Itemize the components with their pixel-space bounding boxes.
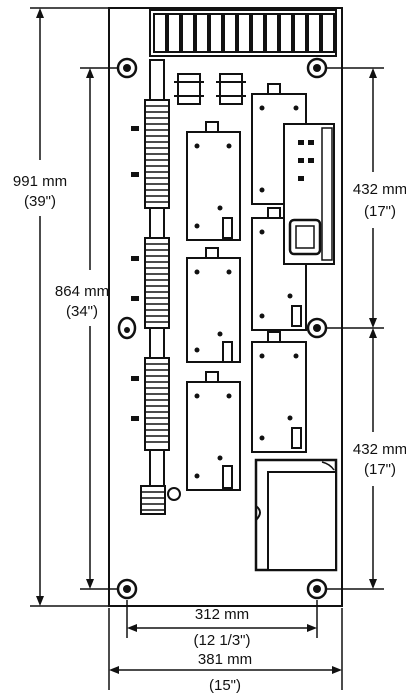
drive-module-right-3 [251, 331, 307, 453]
mounting-height-imperial: (34") [66, 303, 98, 320]
mounting-hole-top-left [116, 57, 138, 79]
power-supply-box [254, 458, 338, 572]
drive-module-left-2 [186, 247, 241, 363]
top-terminal-strip [149, 9, 337, 57]
terminal-block-upper [144, 99, 170, 209]
mounting-width-imperial: (12 1/3") [193, 632, 250, 649]
ground-studs [131, 126, 139, 421]
drive-module-right-2 [251, 207, 307, 331]
mounting-hole-bottom-right [306, 578, 328, 600]
controller-unit [283, 123, 335, 265]
total-height-metric: 991 mm [13, 173, 67, 190]
mounting-height-metric: 864 mm [55, 283, 109, 300]
mounting-width-metric: 312 mm [195, 606, 249, 623]
upper-mount-spacing-metric: 432 mm [353, 181, 406, 198]
lower-mount-spacing-imperial: (17") [364, 461, 396, 478]
mounting-hole-middle-left [117, 316, 137, 340]
dimension-lines [30, 7, 384, 690]
terminal-block-lower [144, 357, 170, 451]
total-width-imperial: (15") [209, 677, 241, 694]
drive-module-left-1 [186, 121, 241, 241]
total-width-metric: 381 mm [198, 651, 252, 668]
mounting-hole-top-right [306, 57, 328, 79]
bottom-connector [140, 485, 181, 515]
dimension-arrowheads [36, 8, 377, 674]
terminal-block-middle [144, 237, 170, 329]
mounting-hole-middle-right [306, 317, 328, 339]
lower-mount-spacing-metric: 432 mm [353, 441, 406, 458]
mounting-hole-bottom-left [116, 578, 138, 600]
din-rail [149, 59, 165, 487]
total-height-imperial: (39") [24, 193, 56, 210]
drive-module-left-3 [186, 371, 241, 491]
transformer-left [174, 73, 204, 105]
upper-mount-spacing-imperial: (17") [364, 203, 396, 220]
transformer-right [216, 73, 246, 105]
